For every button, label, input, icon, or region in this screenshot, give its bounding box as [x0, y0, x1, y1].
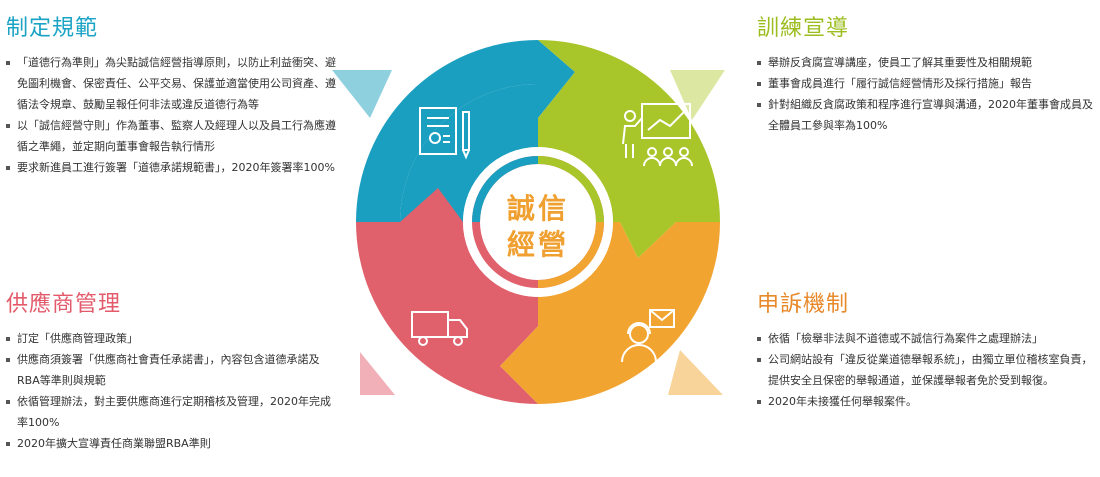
inner-core — [483, 167, 593, 277]
corner-triangle-blue — [332, 70, 392, 118]
list-item: 2020年擴大宣導責任商業聯盟RBA準則 — [6, 433, 336, 454]
list-item: 針對組織反貪腐政策和程序進行宣導與溝通，2020年董事會成員及全體員工參與率為1… — [757, 94, 1100, 136]
document-pen-icon — [419, 107, 470, 160]
center-title-line1: 誠信 — [507, 192, 569, 225]
center-title-line2: 經營 — [507, 228, 569, 261]
list-item: 要求新進員工進行簽署「道德承諾規範書」，2020年簽署率100% — [6, 157, 336, 178]
panel-title-supplier-management: 供應商管理 — [6, 292, 122, 317]
presentation-audience-icon — [622, 103, 693, 167]
segment-orange — [500, 222, 720, 404]
inner-ring-arc-green — [537, 156, 604, 223]
list-item: 董事會成員進行「履行誠信經營情形及採行措施」報告 — [757, 73, 1100, 94]
grievance-list: 依循「檢舉非法與不道德或不誠信行為案件之處理辦法」 公司網站設有「違反從業道德舉… — [757, 328, 1100, 412]
panel-title-training: 訓練宣導 — [757, 16, 850, 41]
list-item: 供應商須簽署「供應商社會責任承諾書」，內容包含道德承諾及RBA等準則與規範 — [6, 349, 336, 391]
training-list: 舉辦反貪腐宣導講座，使員工了解其重要性及相關規範 董事會成員進行「履行誠信經營情… — [757, 52, 1100, 136]
segment-green — [538, 40, 720, 258]
list-item: 2020年未接獲任何舉報案件。 — [757, 391, 1100, 412]
corner-triangle-green — [670, 70, 725, 120]
panel-supplier-management: 供應商管理 訂定「供應商管理政策」 供應商須簽署「供應商社會責任承諾書」，內容包… — [6, 286, 336, 454]
list-item: 以「誠信經營守則」作為董事、監察人及經理人以及員工行為應遵循之準繩，並定期向董事… — [6, 115, 336, 157]
inner-ring-arc-blue — [472, 156, 539, 223]
regulations-list: 「道德行為準則」為尖點誠信經營指導原則，以防止利益衝突、避免圖利機會、保密責任、… — [6, 52, 336, 178]
list-item: 訂定「供應商管理政策」 — [6, 328, 336, 349]
integrity-cycle-diagram: 誠信 經營 — [332, 40, 725, 404]
headset-mail-icon — [621, 309, 675, 363]
segment-blue-outer — [356, 40, 538, 222]
list-item: 依循「檢舉非法與不道德或不誠信行為案件之處理辦法」 — [757, 328, 1100, 349]
inner-ring-arc-orange — [537, 221, 604, 288]
panel-regulations: 制定規範 「道德行為準則」為尖點誠信經營指導原則，以防止利益衝突、避免圖利機會、… — [6, 10, 336, 178]
list-item: 舉辦反貪腐宣導講座，使員工了解其重要性及相關規範 — [757, 52, 1100, 73]
panel-training: 訓練宣導 舉辦反貪腐宣導講座，使員工了解其重要性及相關規範 董事會成員進行「履行… — [757, 10, 1100, 136]
panel-title-regulations: 制定規範 — [6, 16, 99, 41]
corner-triangle-orange — [668, 350, 723, 395]
corner-triangle-red — [360, 352, 395, 395]
supplier-list: 訂定「供應商管理政策」 供應商須簽署「供應商社會責任承諾書」，內容包含道德承諾及… — [6, 328, 336, 454]
list-item: 依循管理辦法，對主要供應商進行定期稽核及管理，2020年完成率100% — [6, 391, 336, 433]
truck-icon — [411, 311, 468, 346]
list-item: 「道德行為準則」為尖點誠信經營指導原則，以防止利益衝突、避免圖利機會、保密責任、… — [6, 52, 336, 115]
segment-red — [356, 188, 538, 404]
panel-title-grievance-mechanism: 申訴機制 — [757, 292, 850, 317]
panel-grievance-mechanism: 申訴機制 依循「檢舉非法與不道德或不誠信行為案件之處理辦法」 公司網站設有「違反… — [757, 286, 1100, 412]
segment-blue — [400, 40, 575, 222]
list-item: 公司網站設有「違反從業道德舉報系統」，由獨立單位稽核室負責，提供安全且保密的舉報… — [757, 349, 1100, 391]
